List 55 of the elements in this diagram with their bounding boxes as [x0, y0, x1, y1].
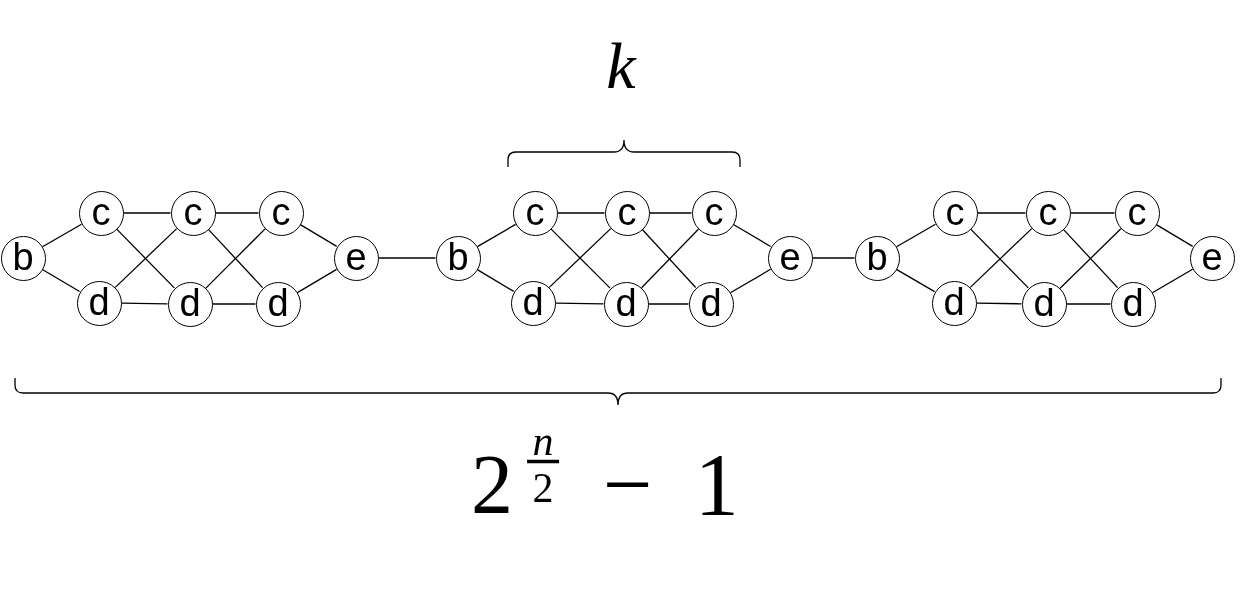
graph-vertex: e	[333, 235, 379, 281]
graph-vertex: c	[512, 190, 558, 236]
connector-line	[976, 212, 1027, 214]
connector-line	[1069, 212, 1116, 214]
graph-vertex: d	[167, 281, 213, 327]
connector-line	[647, 303, 690, 305]
graph-vertex: c	[604, 190, 650, 236]
connector-line	[476, 223, 517, 248]
graph-vertex: d	[603, 281, 649, 327]
graph-vertex: c	[78, 190, 124, 236]
connector-line	[476, 268, 515, 293]
connector-line	[1151, 268, 1194, 294]
connector-line	[299, 223, 338, 248]
formula-base: 2	[471, 443, 513, 527]
graph-vertex: d	[931, 280, 977, 326]
connector-line	[377, 257, 437, 259]
connector-line	[554, 302, 605, 305]
connector-line	[214, 212, 260, 214]
graph-vertex: d	[688, 281, 734, 327]
connector-line	[211, 303, 257, 305]
graph-vertex: c	[932, 190, 978, 236]
exponent-numerator: n	[532, 420, 554, 462]
graph-vertex: d	[1110, 281, 1156, 327]
connector-line	[41, 268, 81, 293]
connector-line	[41, 223, 83, 248]
formula-term: − 1	[603, 441, 739, 529]
connector-line	[648, 212, 693, 214]
connector-line	[732, 223, 772, 248]
connector-line	[556, 212, 606, 214]
graph-vertex: b	[0, 235, 46, 281]
graph-vertex: e	[767, 235, 813, 281]
graph-vertex: b	[435, 235, 481, 281]
graph-vertex: d	[255, 281, 301, 327]
graph-vertex: c	[1114, 190, 1160, 236]
connector-line	[975, 302, 1023, 305]
graph-vertex: c	[170, 190, 216, 236]
graph-vertex: c	[1025, 190, 1071, 236]
graph-vertex: d	[510, 280, 556, 326]
graph-vertex: d	[76, 280, 122, 326]
graph-vertex: c	[258, 190, 304, 236]
connector-line	[1065, 303, 1112, 305]
brace-label: k	[606, 33, 636, 99]
connector-line	[120, 302, 169, 305]
connector-line	[811, 257, 856, 259]
connector-line	[122, 212, 172, 214]
connector-line	[729, 268, 772, 294]
graph-vertex: b	[854, 235, 900, 281]
connector-line	[895, 223, 937, 248]
graph-vertex: c	[691, 190, 737, 236]
graph-vertex: d	[1021, 281, 1067, 327]
graph-vertex: e	[1189, 235, 1235, 281]
connector-line	[1155, 223, 1194, 248]
connector-line	[895, 268, 936, 293]
connector-line	[296, 268, 338, 294]
exponent-denominator: 2	[532, 467, 554, 509]
